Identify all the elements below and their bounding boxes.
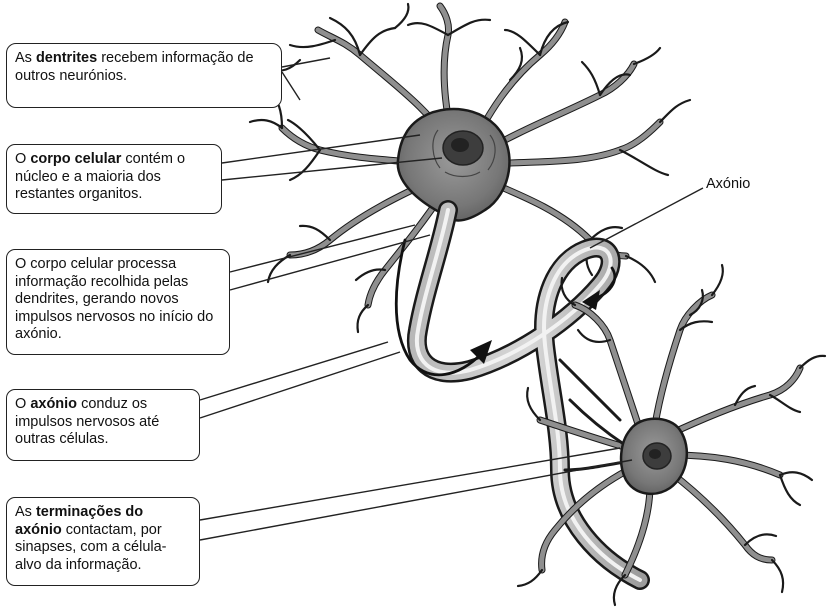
callout-terminals-pre: As bbox=[15, 504, 36, 520]
callout-dendrites-bold: dentrites bbox=[36, 50, 97, 66]
bottom-neuron-soma bbox=[621, 419, 687, 494]
callout-cell-body-pre: O bbox=[15, 151, 30, 167]
callout-dendrites: As dentrites recebem informação de outro… bbox=[6, 43, 282, 108]
callout-processing: O corpo celular processa informação reco… bbox=[6, 249, 230, 355]
callout-cell-body: O corpo celular contém o núcleo e a maio… bbox=[6, 144, 222, 214]
axon bbox=[417, 210, 640, 580]
callout-axon-terminals: As terminações do axónio contactam, por … bbox=[6, 497, 200, 586]
callout-dendrites-pre: As bbox=[15, 50, 36, 66]
callout-cell-body-bold: corpo celular bbox=[30, 151, 121, 167]
callout-axon-pre: O bbox=[15, 396, 30, 412]
callout-processing-post: O corpo celular processa informação reco… bbox=[15, 256, 213, 342]
callout-axon-bold: axónio bbox=[30, 396, 77, 412]
axon-label: Axónio bbox=[706, 176, 750, 192]
callout-axon: O axónio conduz os impulsos nervosos até… bbox=[6, 389, 200, 461]
